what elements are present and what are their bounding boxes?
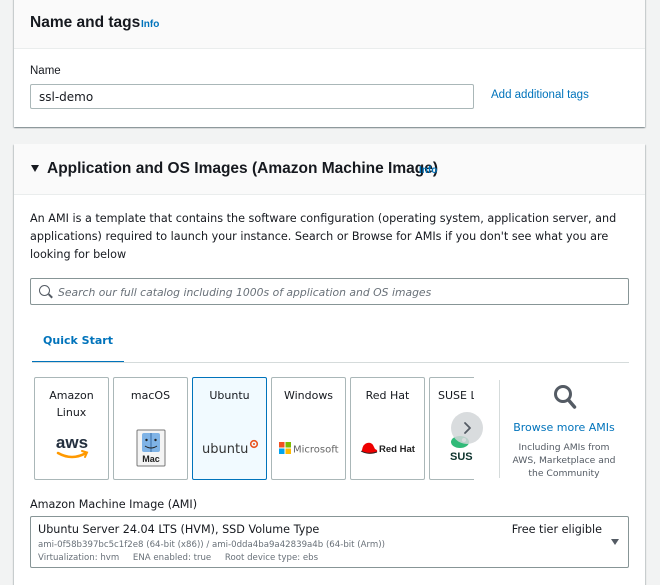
svg-text:Mac: Mac [142,454,160,464]
os-tiles: Amazon Linux aws macOS [34,377,474,480]
ami-search-placeholder: Search our full catalog including 1000s … [58,286,432,299]
tile-label: SUSE Li [438,389,474,402]
ami-selected-title: Ubuntu Server 24.04 LTS (HVM), SSD Volum… [38,523,320,536]
tile-label: macOS [130,389,171,402]
ami-info-link[interactable]: Info [419,165,438,176]
svg-text:ubuntu: ubuntu [202,442,248,457]
svg-text:Microsoft: Microsoft [293,445,339,456]
add-additional-tags-link[interactable]: Add additional tags [491,89,589,101]
tile-amazon-linux[interactable]: Amazon Linux aws [34,377,109,480]
ubuntu-logo-icon: ubuntu [193,428,266,468]
browse-more-amis[interactable]: Browse more AMIs Including AMIs from AWS… [500,377,628,480]
ami-select[interactable]: Ubuntu Server 24.04 LTS (HVM), SSD Volum… [30,516,629,568]
ami-panel: Application and OS Images (Amazon Machin… [14,144,645,585]
aws-logo-icon: aws [35,428,108,468]
tile-macos[interactable]: macOS Mac [113,377,188,480]
tile-red-hat[interactable]: Red Hat Red Hat [350,377,425,480]
name-and-tags-header: Name and tags Info [14,0,645,49]
ami-header[interactable]: Application and OS Images (Amazon Machin… [14,144,645,195]
ami-selected-ids: ami-0f58b397bc5c1f2e8 (64-bit (x86)) / a… [38,540,385,550]
name-and-tags-info-link[interactable]: Info [141,19,160,30]
redhat-logo-icon: Red Hat [351,428,424,468]
name-and-tags-panel: Name and tags Info Name ssl-demo Add add… [14,0,645,127]
tile-label: Windows [283,389,334,402]
mac-finder-icon: Mac [114,428,187,468]
select-caret-icon [611,539,619,545]
tiles-divider [499,380,500,478]
tiles-scroll-right-button[interactable] [451,412,483,444]
ami-description: An AMI is a template that contains the s… [30,212,617,261]
microsoft-logo-icon: Microsoft [272,428,345,468]
svg-text:SUS: SUS [450,451,473,463]
magnifier-icon [554,385,577,409]
tile-ubuntu[interactable]: Ubuntu ubuntu [192,377,267,480]
ami-select-label: Amazon Machine Image (AMI) [30,498,198,511]
ami-section-title: Application and OS Images (Amazon Machin… [47,160,439,177]
tile-label: Amazon Linux [49,389,94,419]
browse-more-amis-link[interactable]: Browse more AMIs [513,421,615,434]
tab-quick-start[interactable]: Quick Start [32,327,124,363]
ami-search-input[interactable]: Search our full catalog including 1000s … [30,278,629,305]
name-and-tags-title: Name and tags [30,14,141,31]
tile-windows[interactable]: Windows Microsoft [271,377,346,480]
name-input[interactable]: ssl-demo [30,84,474,109]
search-icon [39,285,50,296]
browse-more-amis-description: Including AMIs from AWS, Marketplace and… [512,442,616,479]
chevron-right-icon [464,422,471,434]
ami-selected-meta: Virtualization: hvm ENA enabled: true Ro… [38,553,319,563]
svg-text:aws: aws [55,433,87,452]
free-tier-badge: Free tier eligible [511,523,602,536]
tile-label: Ubuntu [209,389,250,402]
name-label: Name [30,65,61,77]
tile-label: Red Hat [365,389,410,402]
svg-text:Red Hat: Red Hat [379,444,416,455]
caret-down-icon[interactable] [31,165,39,172]
tab-divider [32,362,629,363]
